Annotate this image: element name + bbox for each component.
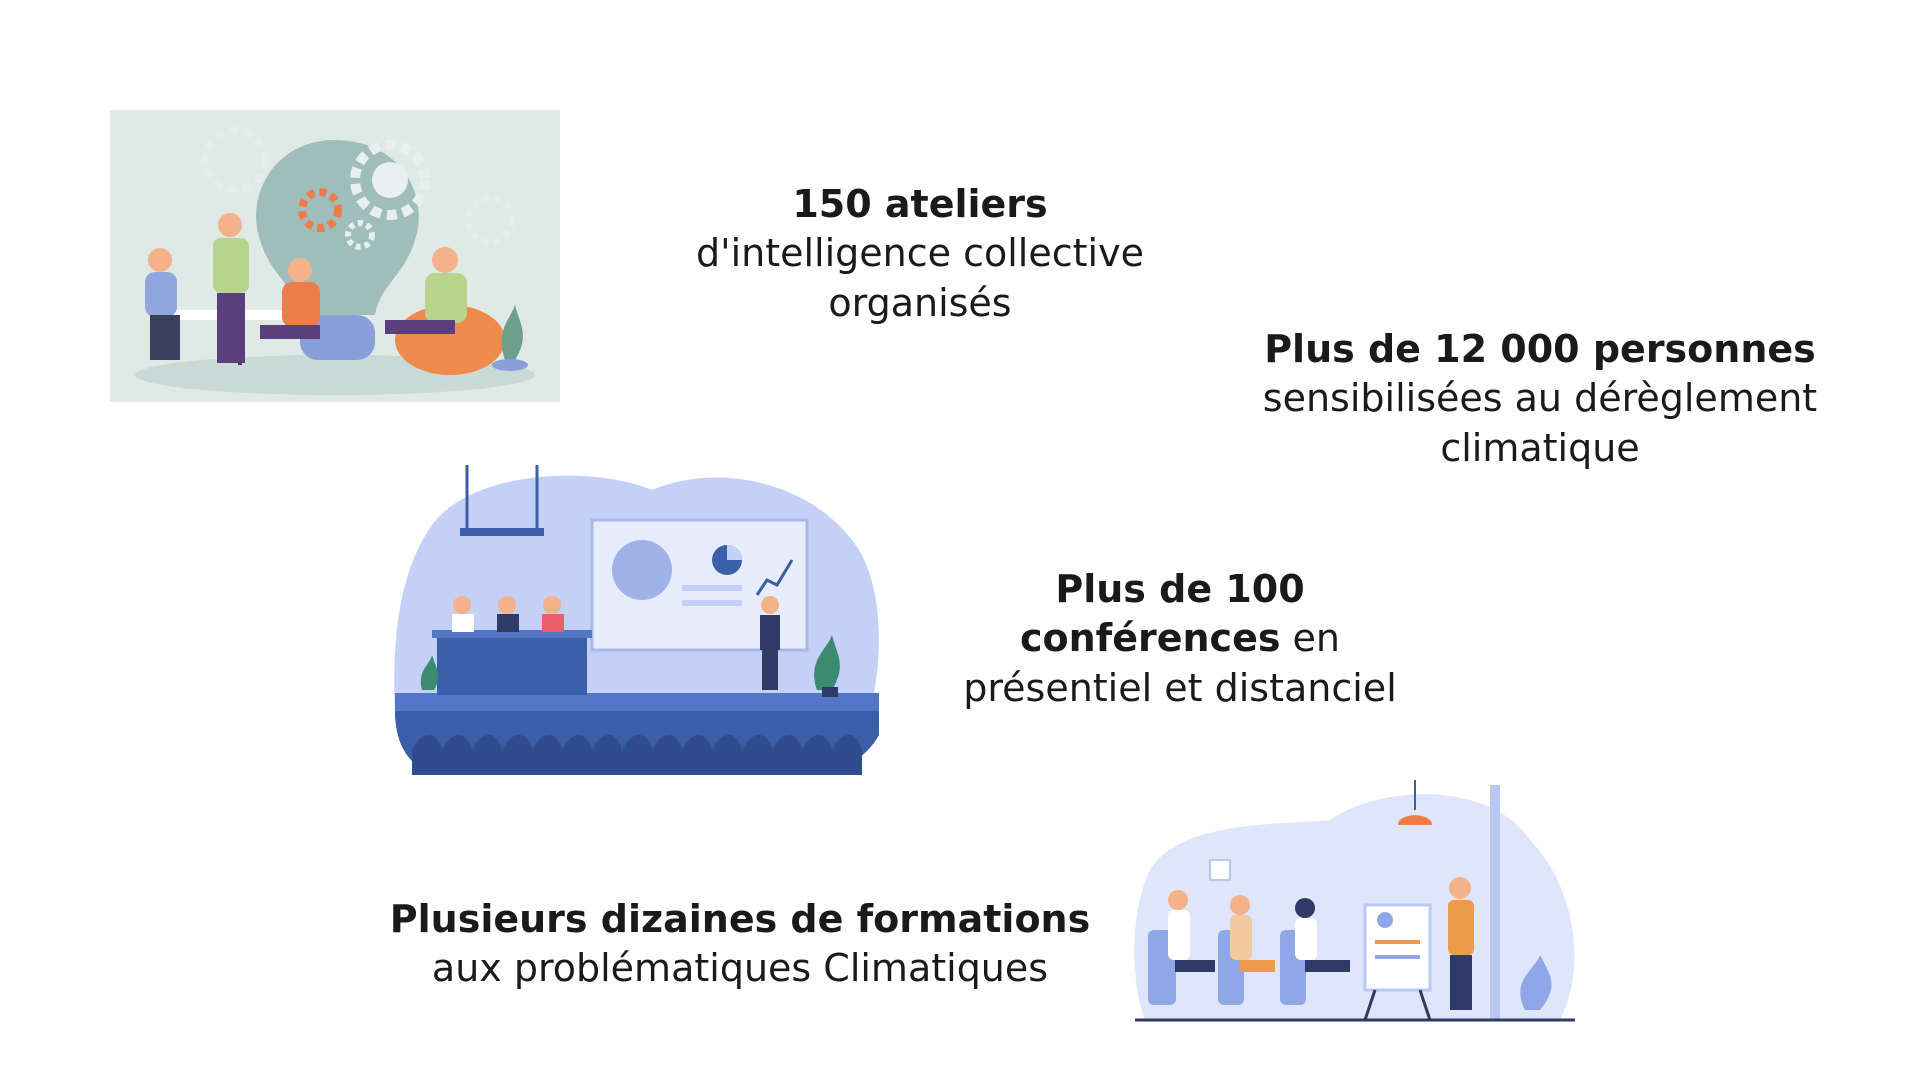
stat-formations-title: Plusieurs dizaines de formations bbox=[389, 897, 1091, 941]
stat-conferences: Plus de 100 conférences en présentiel et… bbox=[920, 565, 1440, 713]
workshop-illustration bbox=[110, 110, 560, 402]
stat-personnes-title: Plus de 12 000 personnes bbox=[1264, 327, 1816, 371]
stat-ateliers: 150 ateliers d'intelligence collective o… bbox=[640, 180, 1200, 328]
stat-conferences-bold: conférences bbox=[1019, 616, 1281, 661]
stat-ateliers-title: 150 ateliers bbox=[792, 182, 1048, 226]
stat-ateliers-line2: organisés bbox=[828, 280, 1012, 325]
stat-ateliers-line1: d'intelligence collective bbox=[696, 231, 1144, 276]
training-illustration bbox=[1130, 780, 1580, 1025]
stat-personnes-line1: sensibilisées au dérèglement bbox=[1262, 376, 1818, 421]
stat-formations: Plusieurs dizaines de formations aux pro… bbox=[380, 895, 1100, 994]
stat-personnes-line2: climatique bbox=[1440, 425, 1640, 470]
stat-conferences-line3: présentiel et distanciel bbox=[963, 665, 1397, 710]
conference-illustration bbox=[392, 465, 882, 775]
stat-personnes: Plus de 12 000 personnes sensibilisées a… bbox=[1220, 325, 1860, 473]
stat-conferences-title: Plus de 100 bbox=[1055, 567, 1305, 611]
stat-formations-line1: aux problématiques Climatiques bbox=[431, 946, 1049, 991]
stat-conferences-rest: en bbox=[1280, 616, 1341, 661]
